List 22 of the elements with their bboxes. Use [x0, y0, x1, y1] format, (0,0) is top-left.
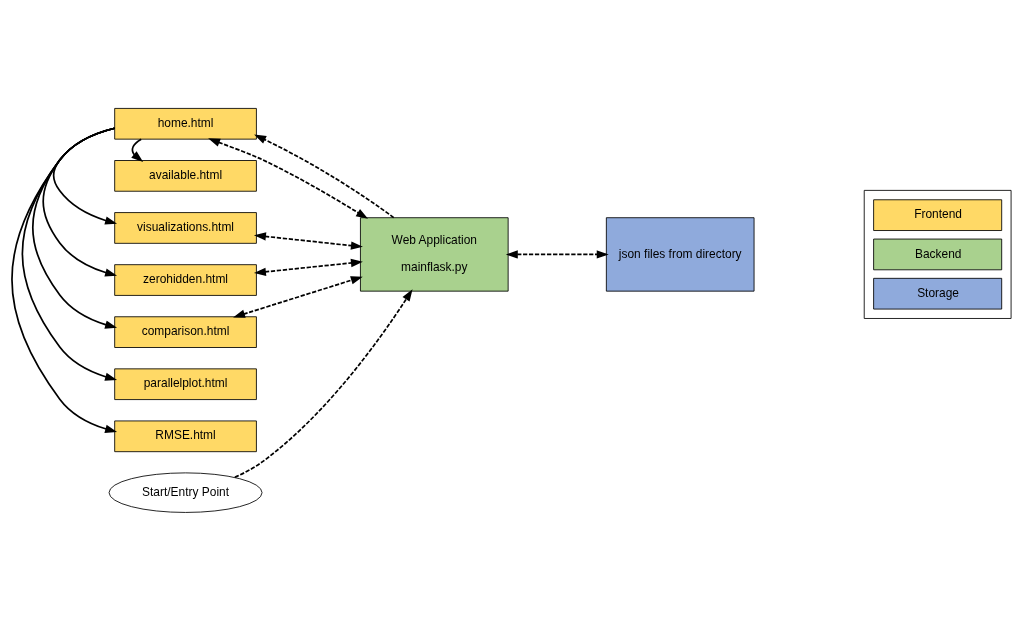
node-box: home.html: [114, 108, 257, 140]
arrow: [253, 258, 363, 276]
node-box: json files from directory: [605, 217, 755, 292]
arrow: [253, 232, 363, 250]
node-box: visualizations.html: [114, 212, 257, 244]
node-box: parallelplot.html: [114, 368, 257, 400]
node-box: Web Application mainflask.py: [360, 217, 509, 292]
arrow: [11, 127, 118, 433]
legend-label: Frontend: [914, 207, 962, 222]
node-box: RMSE.html: [114, 420, 257, 453]
arrow: [254, 134, 395, 219]
node-box: comparison.html: [114, 316, 257, 348]
node-box: available.html: [114, 160, 257, 192]
node-ellipse: Start/Entry Point: [108, 472, 263, 513]
legend-label: Storage: [917, 285, 959, 300]
arrow: [131, 138, 144, 163]
legend-label: Backend: [915, 246, 962, 261]
node-box: zerohidden.html: [114, 264, 257, 296]
arrow: [505, 250, 609, 259]
arrow: [208, 138, 369, 219]
arrow: [233, 289, 413, 479]
arrow: [233, 276, 363, 318]
